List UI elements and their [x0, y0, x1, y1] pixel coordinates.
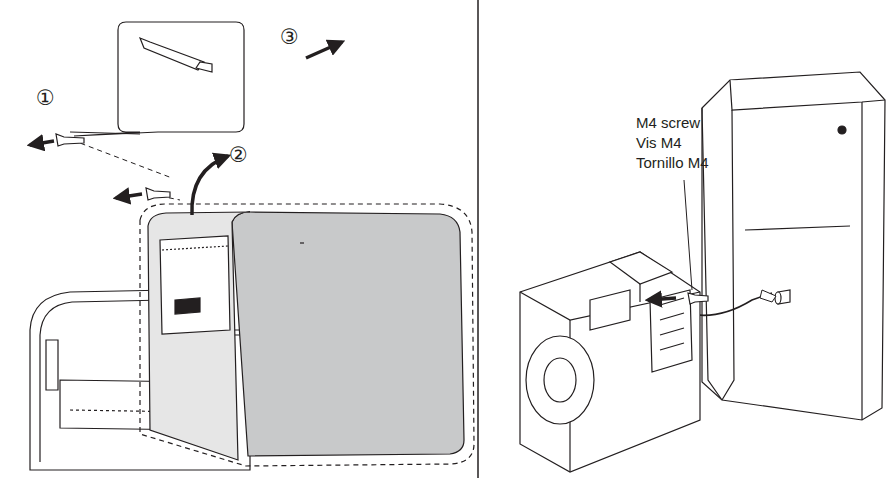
cover: [148, 212, 464, 460]
screws: [56, 134, 170, 200]
circuit-assembly: [526, 336, 594, 424]
cover: [148, 212, 250, 460]
cover: [162, 246, 228, 250]
removal-arrow: [648, 298, 676, 300]
m4-screw: [688, 293, 708, 304]
motion-arrows: [116, 194, 142, 198]
part-label: M4 screw: [636, 114, 700, 132]
circuit-assembly: [544, 358, 576, 402]
callout-number: ③: [280, 25, 299, 49]
ground-wire: [760, 290, 776, 302]
motion-arrows: [30, 141, 54, 145]
leader-line: [684, 180, 692, 290]
tool-inset: [74, 22, 244, 136]
cover-shell: [702, 108, 722, 400]
m4-screw: [688, 293, 708, 304]
leader-line: [684, 180, 692, 290]
standoff: [775, 292, 781, 304]
motion-arrows: [306, 42, 342, 58]
cover-shell: [702, 72, 885, 420]
cover: [175, 298, 200, 314]
circuit-assembly: [660, 298, 684, 350]
tool-inset: [140, 38, 204, 70]
base-tray: [46, 340, 58, 390]
cover: [300, 242, 304, 243]
cover-shell: [702, 72, 885, 420]
tool-inset: [196, 62, 212, 72]
circuit-assembly: [610, 252, 672, 284]
part-label: Vis M4: [636, 134, 682, 152]
cover-outline: [140, 204, 474, 466]
cover-shell: [838, 126, 846, 134]
circuit-assembly: [590, 290, 630, 330]
circuit-assembly: [639, 284, 640, 302]
screws: [146, 188, 170, 200]
circuit-assembly: [520, 252, 700, 472]
cover-shell: [861, 102, 862, 420]
callout-number: ②: [229, 143, 248, 167]
circuit-assembly: [520, 252, 700, 472]
circuit-assembly: [650, 290, 692, 372]
cover: [232, 212, 464, 456]
cover-outline: [140, 204, 474, 466]
screw-paths: [72, 140, 172, 178]
callout-number: ①: [36, 86, 55, 110]
cover-shell: [745, 226, 850, 230]
tool-inset: [70, 22, 244, 136]
tool-inset: [70, 132, 140, 134]
part-label: Tornillo M4: [636, 154, 709, 172]
removal-arrow: [648, 298, 676, 300]
cover: [160, 236, 230, 334]
cover-shell: [722, 110, 734, 400]
motion-arrows: [192, 156, 228, 215]
panel-divider: [477, 0, 479, 478]
standoff: [775, 290, 790, 304]
screw-paths: [72, 140, 180, 200]
